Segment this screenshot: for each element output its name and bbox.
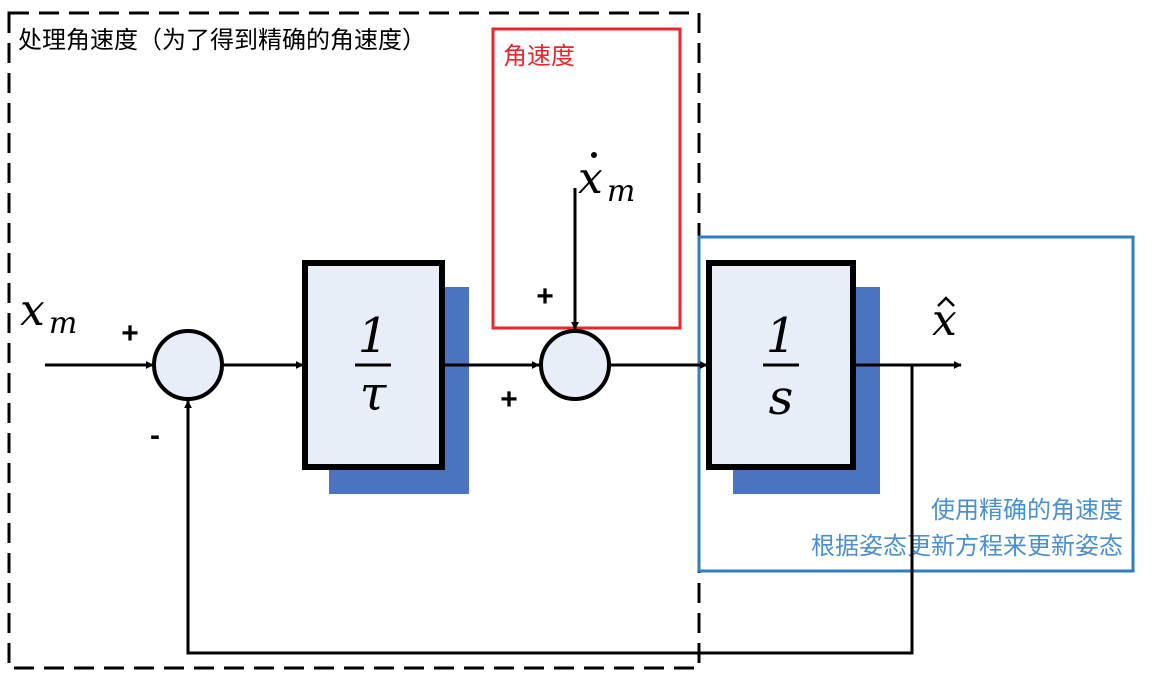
sum1-minus-sign: - [150,419,160,452]
sum-junction-1 [152,329,224,401]
attitude-update-line1: 使用精确的角速度 [931,496,1123,524]
rate-signal-dot [591,152,597,158]
attitude-update-region-box [697,235,1135,573]
integrator-denominator: s [769,370,794,426]
attitude-update-line2: 根据姿态更新方程来更新姿态 [811,532,1123,560]
angular-rate-region-box [491,27,682,330]
filter-numerator: 1 [358,308,389,364]
output-hat-mark [937,296,955,307]
processing-region-box [7,11,701,670]
sum1-plus-sign: + [121,317,139,350]
output-signal-label: x [932,295,957,346]
angular-rate-region-title: 角速度 [503,42,575,70]
sum2-plus-left-sign: + [500,383,518,416]
sum-junction-2 [539,329,611,401]
filter-denominator: τ [360,366,388,422]
integrator-numerator: 1 [766,308,797,364]
sum2-plus-top-sign: + [536,280,554,313]
processing-region-title: 处理角速度（为了得到精确的角速度） [18,26,426,54]
feedback-path [184,365,914,655]
